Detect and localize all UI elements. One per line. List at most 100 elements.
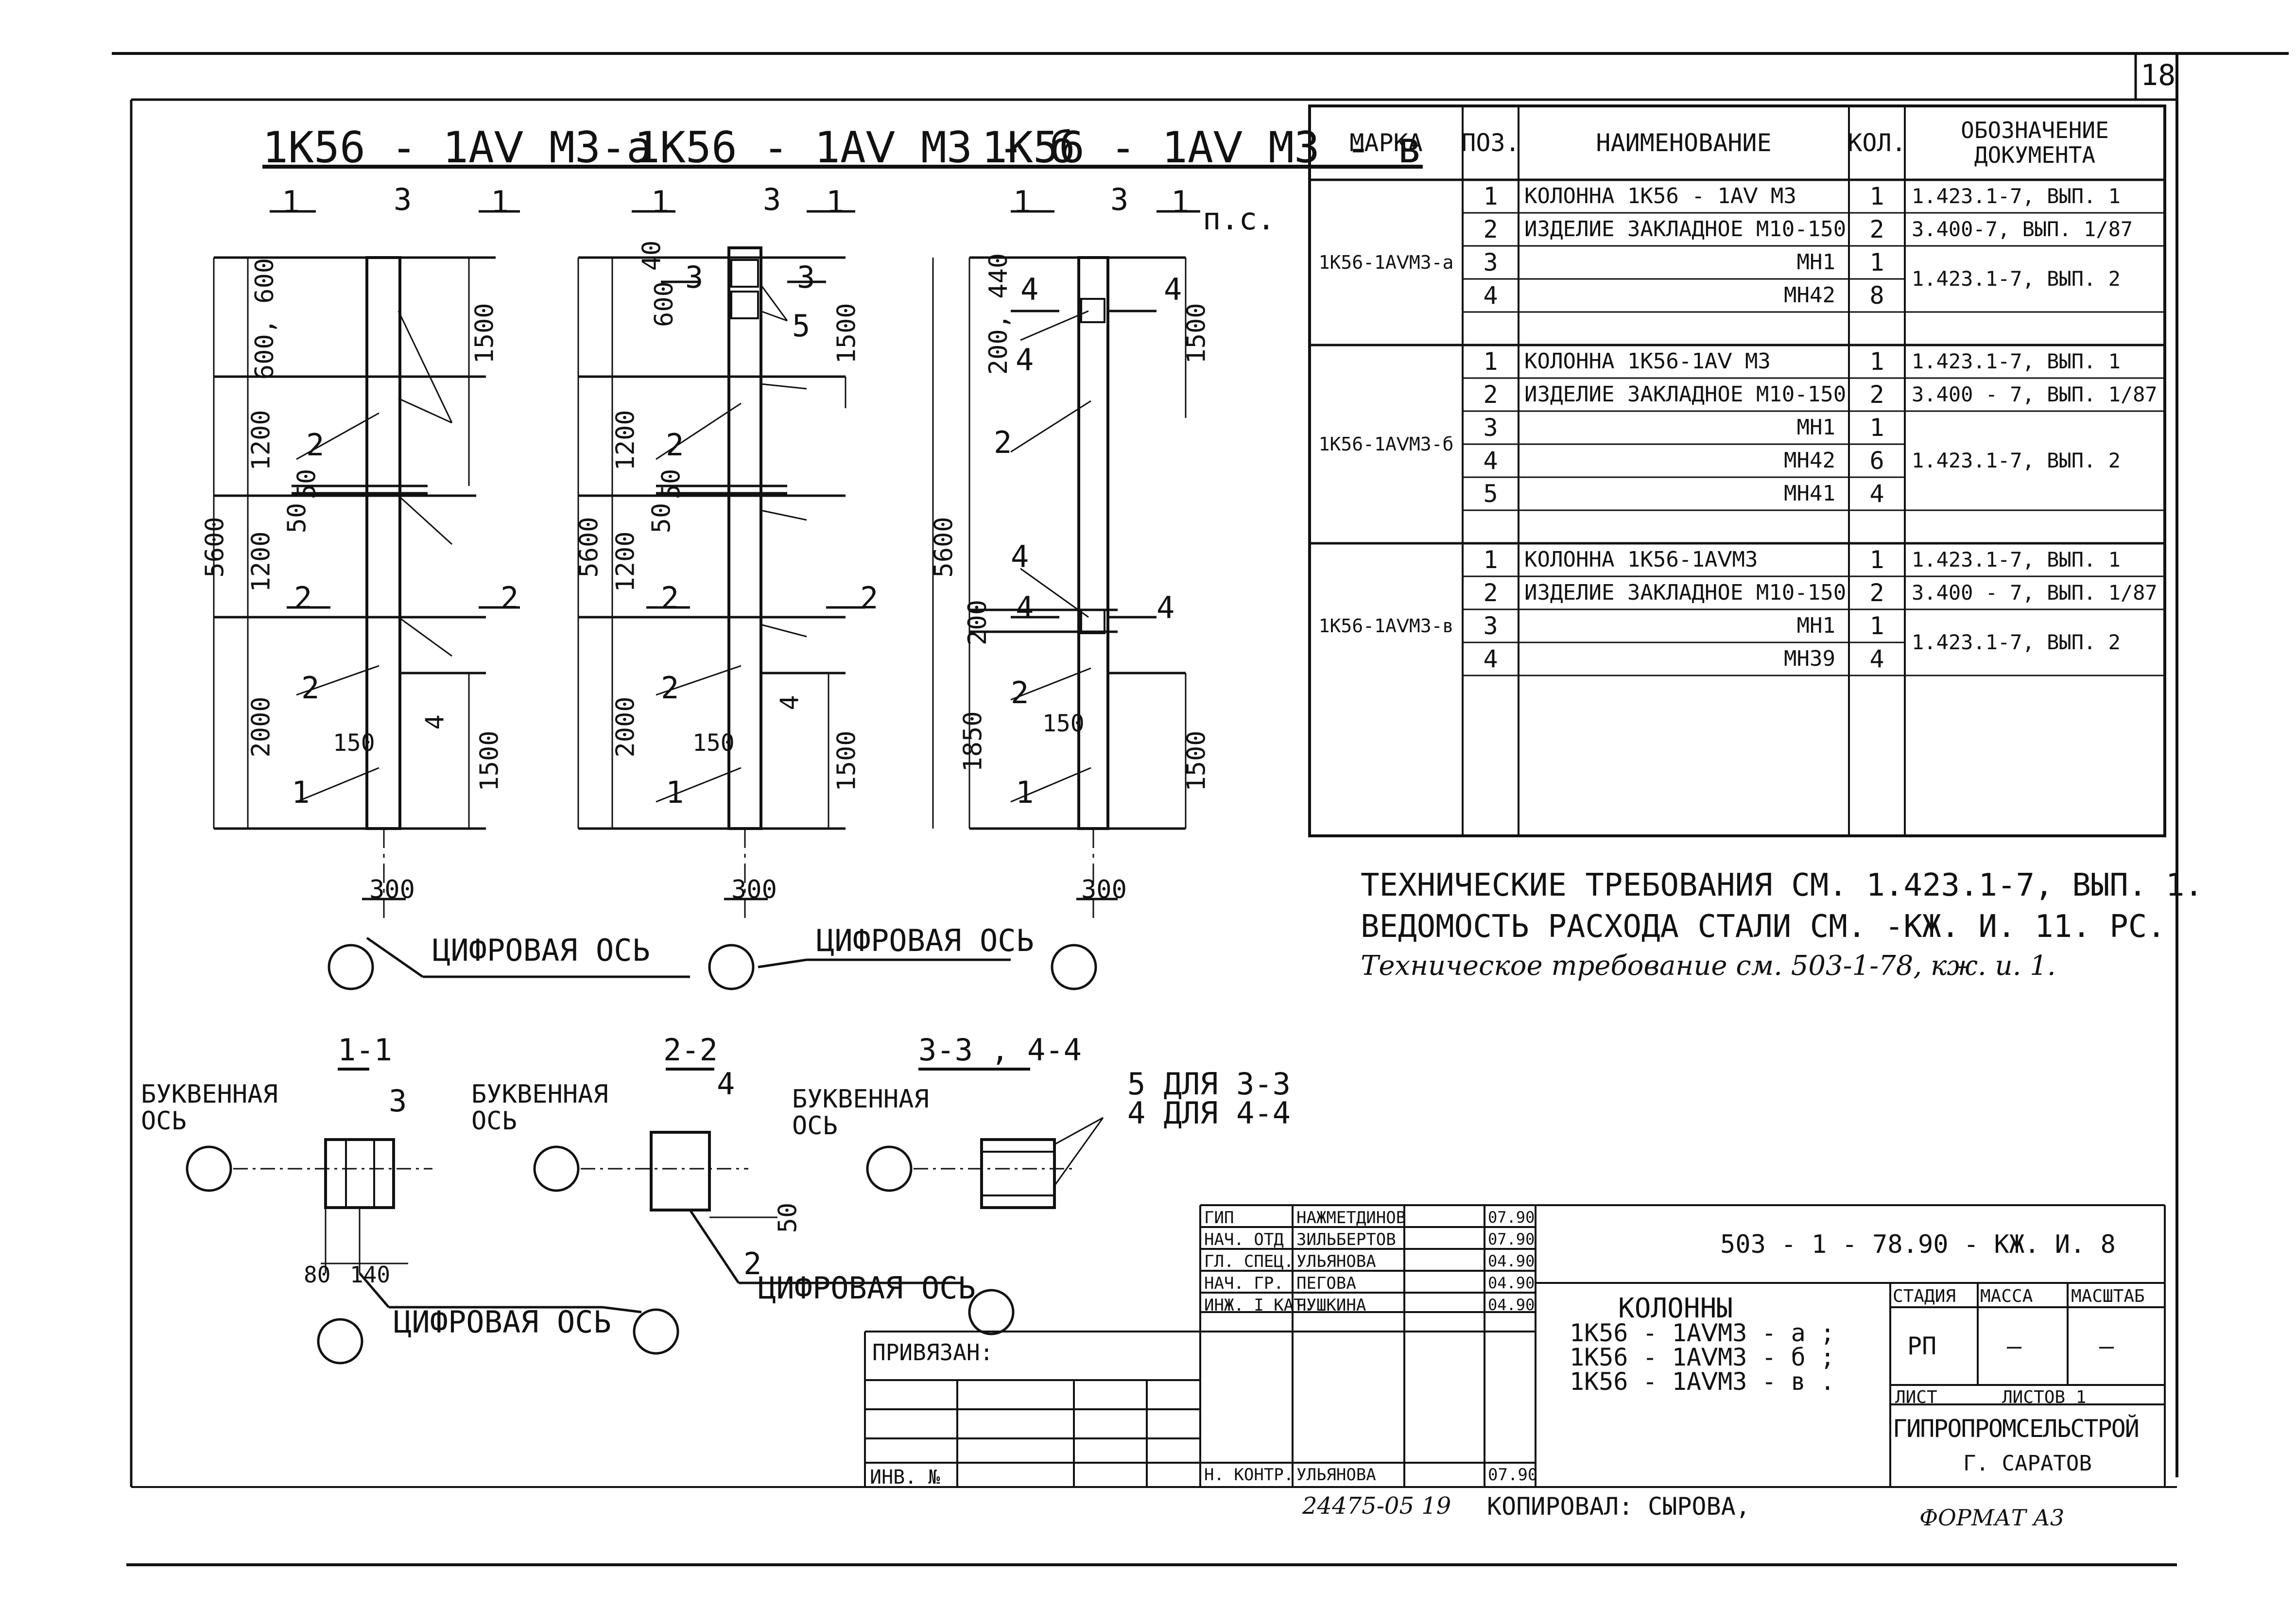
norm-control-role: Н. КОНТР. [1204, 1465, 1294, 1485]
elev-c-section-mark: 1 [1013, 184, 1032, 220]
elev-a-segment: 1200 [246, 410, 276, 471]
elev-b-gap-2: 50 [656, 468, 686, 500]
elev-a-width: 300 [369, 875, 415, 904]
drawing-title-line: КОЛОННЫ [1618, 1293, 1733, 1324]
table-cell-doc-merged: 1.423.1-7, ВЫП. 2 [1912, 449, 2121, 472]
norm-control-name: УЛЬЯНОВА [1296, 1465, 1376, 1485]
table-cell-poz: 1 [1483, 182, 1498, 210]
elevation-b [577, 210, 1011, 990]
elev-b-section-mark: 3 [685, 260, 704, 295]
section-callout: 4 [717, 1066, 735, 1102]
elev-b-spacing: 150 [692, 729, 735, 757]
elev-a-gap-2: 50 [292, 468, 322, 500]
table-cell-marka: 1К56-1АⅤМ3-а [1318, 252, 1454, 273]
section-digital-axis: ЦИФРОВАЯ ОСЬ [758, 1270, 976, 1306]
stage-header: СТАДИЯ [1893, 1286, 1956, 1306]
signature-name: ПЕГОВА [1296, 1274, 1356, 1293]
elevation-title-c: 1К56 - 1АⅤ М3 - в [982, 122, 1423, 173]
table-cell-doc: 3.400 - 7, ВЫП. 1/87 [1912, 581, 2158, 605]
organization-city: Г. САРАТОВ [1963, 1451, 2092, 1476]
elevation-title-a: 1К56 - 1АⅤ М3-а [262, 122, 652, 173]
table-header: ПОЗ. [1461, 128, 1520, 157]
elev-a-callout: 1 [292, 775, 310, 810]
elev-c-callout: 4 [1016, 342, 1034, 378]
section-title: 2-2 [663, 1032, 718, 1068]
table-cell-kol: 8 [1869, 281, 1884, 310]
section-title: 3-3 , 4-4 [918, 1032, 1082, 1068]
elev-b-segment: 1200 [611, 410, 640, 471]
elev-a-segment: 2000 [246, 696, 276, 758]
section-axis-label: БУКВЕННАЯ ОСЬ [141, 1081, 278, 1134]
elev-a-right-mark: 4 [420, 714, 450, 730]
table-header: ОБОЗНАЧЕНИЕ ДОКУМЕНТА [1961, 117, 2109, 168]
elev-b-callout: 2 [666, 427, 684, 463]
table-cell-kol: 4 [1869, 645, 1884, 673]
table-cell-kol: 6 [1869, 447, 1884, 475]
table-cell-name: МН42 [1784, 448, 1835, 473]
note-line-italic: Техническое требование см. 503-1-78, кж.… [1361, 950, 2056, 982]
table-cell-poz: 3 [1483, 248, 1498, 277]
table-cell-doc: 3.400 - 7, ВЫП. 1/87 [1912, 382, 2158, 406]
note-line: ВЕДОМОСТЬ РАСХОДА СТАЛИ СМ. -КЖ. И. 11. … [1361, 909, 2166, 945]
table-cell-kol: 1 [1869, 612, 1884, 640]
table-header: КОЛ. [1847, 128, 1906, 157]
elev-c-spacing: 150 [1042, 710, 1085, 737]
privyazan-label: ПРИВЯЗАН: [872, 1339, 994, 1366]
section-dim: 140 [350, 1262, 391, 1288]
signature-role: НАЧ. ОТД [1204, 1230, 1284, 1249]
signature-role: НАЧ. ГР. [1204, 1274, 1284, 1293]
table-cell-name: КОЛОННА 1К56 - 1АⅤ М3 [1524, 184, 1796, 208]
table-cell-name: МН39 [1784, 646, 1835, 671]
table-cell-poz: 4 [1483, 645, 1498, 673]
table-cell-marka: 1К56-1АⅤМ3-б [1318, 433, 1454, 455]
elev-c-callout: 2 [994, 425, 1012, 460]
elev-a-right-dim: 1500 [475, 730, 504, 792]
organization-name: ГИПРОПРОМСЕЛЬСТРОЙ [1893, 1415, 2140, 1443]
table-cell-poz: 1 [1483, 347, 1498, 376]
table-cell-kol: 4 [1869, 480, 1884, 508]
norm-control-date: 07.90 [1488, 1465, 1538, 1485]
signature-name: ЧУШКИНА [1296, 1296, 1366, 1315]
section-dim: 80 [304, 1262, 331, 1288]
section-title: 1-1 [338, 1032, 392, 1068]
stage-value: РП [1907, 1332, 1937, 1360]
elev-b-right-mark: 4 [775, 695, 805, 710]
inventory-number: 24475-05 19 [1302, 1492, 1451, 1520]
project-code: 503 - 1 - 78.90 - КЖ. И. 8 [1720, 1230, 2116, 1259]
elev-c-width: 300 [1081, 875, 1127, 904]
elev-c-total-height: 5600 [929, 517, 959, 578]
sheet-number: 18 [2141, 58, 2176, 92]
elev-c-right-dim: 1500 [1182, 303, 1211, 364]
table-header: НАИМЕНОВАНИЕ [1596, 128, 1772, 157]
table-cell-name: МН1 [1796, 613, 1835, 638]
table-cell-poz: 4 [1483, 281, 1498, 310]
elev-c-callout: 2 [1011, 675, 1029, 710]
table-cell-kol: 1 [1869, 546, 1884, 574]
section-digital-axis: ЦИФРОВАЯ ОСЬ [394, 1304, 611, 1340]
elev-a-segment: 1200 [246, 531, 276, 592]
elev-b-section-mark: 2 [661, 580, 679, 616]
elev-a-callout: 3 [394, 182, 412, 217]
elev-b-total-height: 5600 [574, 517, 604, 578]
elev-a-callout: 2 [301, 670, 320, 706]
elevation-title-b: 1К56 - 1АⅤ М3 - б [634, 122, 1075, 173]
table-cell-marka: 1К56-1АⅤМ3-в [1318, 615, 1454, 637]
elev-b-width: 300 [731, 875, 777, 904]
elev-b-section-mark: 3 [797, 260, 815, 295]
elev-c-right-dim: 1500 [1182, 730, 1211, 792]
section-axis-label: БУКВЕННАЯ ОСЬ [471, 1081, 608, 1134]
section-axis-text: БУКВЕННАЯ ОСЬ [471, 1080, 608, 1136]
elev-b-section-mark: 2 [860, 580, 879, 616]
table-cell-kol: 1 [1869, 347, 1884, 376]
table-cell-name: МН41 [1784, 481, 1835, 506]
note-line: ТЕХНИЧЕСКИЕ ТРЕБОВАНИЯ СМ. 1.423.1-7, ВЫ… [1361, 867, 2203, 903]
elev-a-right-dim: 1500 [470, 303, 500, 364]
table-cell-poz: 3 [1483, 612, 1498, 640]
table-cell-kol: 1 [1869, 182, 1884, 210]
section-axis-text: БУКВЕННАЯ ОСЬ [792, 1085, 929, 1141]
table-cell-kol: 2 [1869, 381, 1884, 409]
table-cell-doc-merged: 1.423.1-7, ВЫП. 2 [1912, 267, 2121, 291]
table-cell-name: МН42 [1784, 283, 1835, 308]
copied-by: КОПИРОВАЛ: СЫРОВА, [1487, 1492, 1750, 1521]
spec-table-grid [1308, 104, 2166, 837]
